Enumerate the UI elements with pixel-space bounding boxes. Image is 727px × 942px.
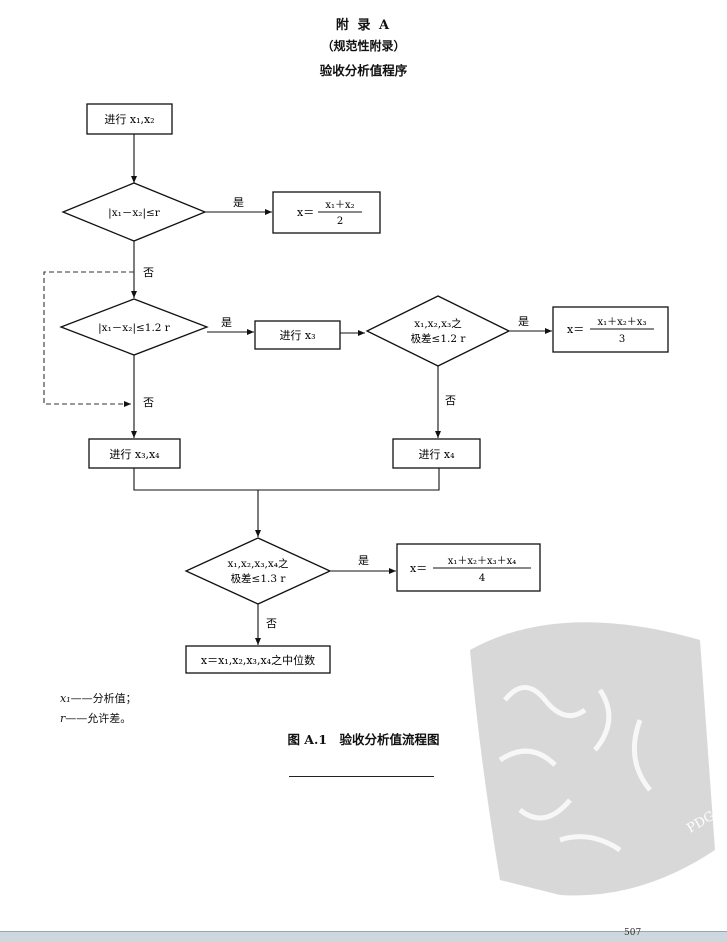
start-box	[86, 103, 173, 135]
result-4-box	[396, 543, 541, 592]
yes-label-3: 是	[518, 315, 529, 328]
result-4-numerator: x₁＋x₂＋x₃＋x₄	[448, 556, 517, 567]
no-label-4: 否	[266, 617, 277, 630]
section-title: 验收分析值程序	[319, 63, 408, 78]
no-label-2: 否	[143, 396, 154, 409]
legend-symbol: r	[60, 712, 66, 725]
step-x3-box	[254, 320, 341, 350]
decision-3-label-1: x₁,x₂,x₃之	[414, 317, 462, 330]
legend-item-1: x₁——分析值；	[60, 690, 137, 706]
annex-type: （规范性附录）	[321, 39, 406, 53]
step-x3-label: 进行 x₃	[279, 329, 315, 342]
result-1-denominator: 2	[337, 216, 343, 227]
decision-3-label-2: 极差≤1.2 r	[411, 332, 467, 345]
result-1-x-eq: x＝	[297, 206, 314, 219]
decision-4-label-1: x₁,x₂,x₃,x₄之	[227, 557, 289, 570]
result-3-x-eq: x＝	[567, 323, 584, 336]
dashed-bypass-line	[43, 271, 134, 407]
legend-symbol: x₁	[60, 692, 71, 705]
decision-1-label: |x₁－x₂|≤r	[108, 207, 161, 220]
step-x3x4-box	[88, 438, 181, 469]
result-4-denominator: 4	[479, 573, 485, 584]
result-3-box	[552, 306, 669, 353]
figure-caption: 图 A.1 验收分析值流程图	[287, 732, 440, 747]
legend-text: ——分析值；	[70, 692, 137, 705]
result-3-denominator: 3	[619, 334, 625, 345]
decision-4-label-2: 极差≤1.3 r	[231, 572, 287, 585]
yes-label-4: 是	[358, 554, 369, 567]
page-number: 507	[624, 928, 642, 938]
decision-3	[365, 295, 511, 367]
annex-title: 附 录 A	[335, 18, 392, 33]
step-x4-box	[392, 438, 481, 469]
no-label-1: 否	[143, 266, 154, 279]
yes-label-2: 是	[221, 316, 232, 329]
yes-label-1: 是	[233, 196, 244, 209]
end-rule	[289, 776, 434, 777]
watermark-seal: PDG	[470, 622, 718, 896]
final-box	[185, 645, 331, 674]
footer-bar	[0, 931, 727, 942]
legend-text: ——允许差。	[65, 712, 132, 725]
result-1-box	[272, 191, 381, 234]
no-label-3: 否	[445, 394, 456, 407]
final-label: x＝x₁,x₂,x₃,x₄之中位数	[201, 653, 315, 667]
result-4-x-eq: x＝	[410, 562, 427, 575]
start-label: 进行 x₁,x₂	[104, 113, 154, 126]
decision-2-label: |x₁－x₂|≤1.2 r	[98, 322, 171, 335]
decision-4	[184, 537, 332, 605]
result-3-numerator: x₁＋x₂＋x₃	[598, 317, 647, 328]
legend-item-2: r——允许差。	[60, 710, 131, 726]
result-1-numerator: x₁＋x₂	[325, 200, 354, 211]
step-x4-label: 进行 x₄	[418, 448, 455, 461]
step-x3x4-label: 进行 x₃,x₄	[109, 448, 160, 461]
